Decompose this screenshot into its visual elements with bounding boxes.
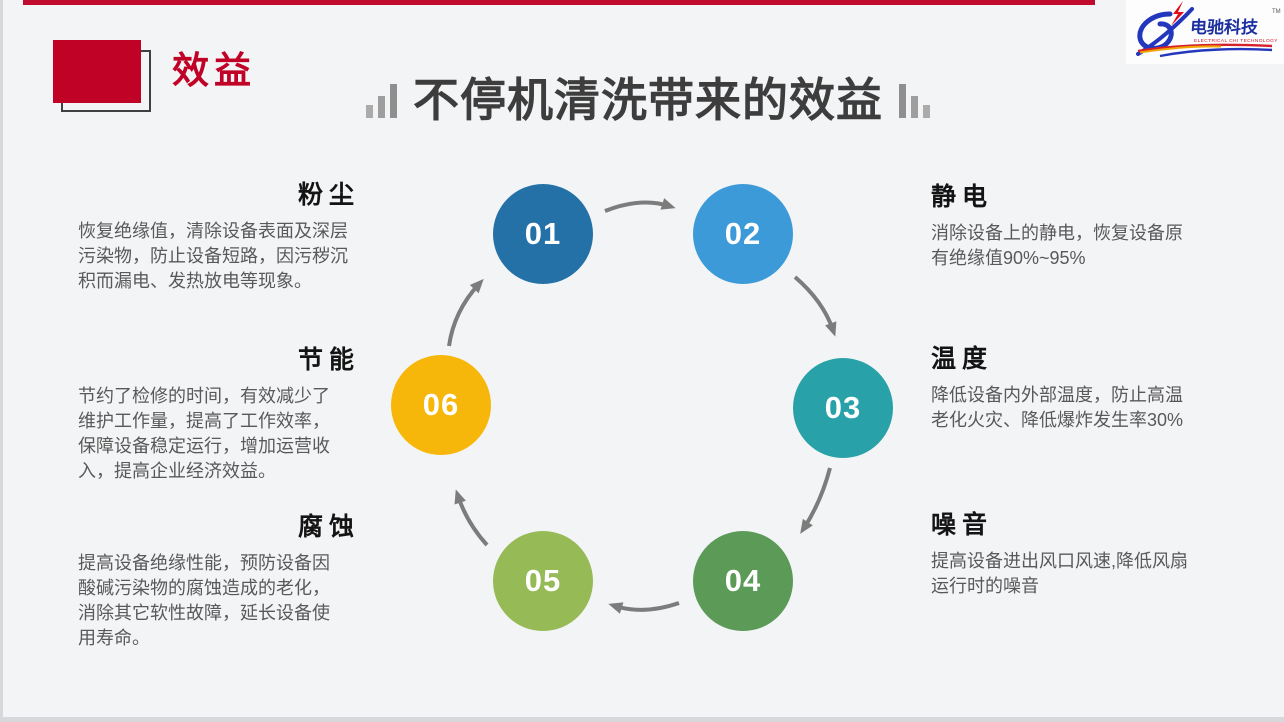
benefit-card-temperature: 温度 降低设备内外部温度，防止高温 老化火灾、降低爆炸发生率30% xyxy=(931,345,1223,433)
arrow-step6-to-step1-icon xyxy=(447,278,484,347)
bar-small xyxy=(366,105,373,119)
benefit-card-static: 静电 消除设备上的静电，恢复设备原 有绝缘值90%~95% xyxy=(931,183,1223,271)
bar-medium xyxy=(911,96,918,119)
benefit-title: 节能 xyxy=(297,346,360,374)
arrow-step5-to-step6-icon xyxy=(454,489,489,547)
cycle-step-03: 03 xyxy=(793,358,893,458)
arrow-step1-to-step2-icon xyxy=(604,198,676,213)
main-title-row: 不停机清洗带来的效益 xyxy=(333,76,963,124)
benefit-body: 提高设备进出风口风速,降低风扇 运行时的噪音 xyxy=(931,550,1188,596)
logo-trademark: TM xyxy=(1272,9,1281,15)
bar-large xyxy=(390,84,397,119)
logo-company-name: 电驰科技 xyxy=(1189,17,1259,37)
benefit-body: 提高设备绝缘性能，预防设备因 酸碱污染物的腐蚀造成的老化， 消除其它软性故障，延… xyxy=(78,552,330,648)
benefit-card-dust: 粉尘 恢复绝缘值，清除设备表面及深层 污染物，防止设备短路，因污秽沉 积而漏电、… xyxy=(78,181,360,294)
benefit-title: 静电 xyxy=(931,183,994,211)
slide: 效益 不停机清洗带来的效益 粉尘 恢复绝缘值，清除设备表面及深层 污染物，防止设… xyxy=(3,0,1284,717)
benefit-card-energy-saving: 节能 节约了检修的时间，有效减少了 维护工作量，提高了工作效率， 保障设备稳定运… xyxy=(78,346,360,484)
logo-tagline: ELECTRICAL CHI TECHNOLOGY xyxy=(1194,38,1278,44)
title-bars-right-icon xyxy=(899,82,930,119)
top-accent-bar xyxy=(23,0,1095,5)
benefit-body: 恢复绝缘值，清除设备表面及深层 污染物，防止设备短路，因污秽沉 积而漏电、发热放… xyxy=(78,220,348,291)
cycle-step-05: 05 xyxy=(493,531,593,631)
benefit-title: 温度 xyxy=(931,345,994,373)
cycle-step-04: 04 xyxy=(693,531,793,631)
step-number: 02 xyxy=(724,216,762,251)
benefit-body: 降低设备内外部温度，防止高温 老化火灾、降低爆炸发生率30% xyxy=(931,384,1184,430)
cycle-step-06: 06 xyxy=(391,355,491,455)
corner-red-rect xyxy=(53,40,141,103)
benefit-title: 粉尘 xyxy=(297,181,360,209)
lightning-icon xyxy=(1171,1,1184,26)
cycle-step-01: 01 xyxy=(493,184,593,284)
step-number: 05 xyxy=(524,563,562,598)
section-label: 效益 xyxy=(172,50,256,91)
company-logo: 电驰科技 TM ELECTRICAL CHI TECHNOLOGY xyxy=(1126,0,1284,64)
logo-underline-blue-icon xyxy=(1159,47,1273,58)
benefit-card-corrosion: 腐蚀 提高设备绝缘性能，预防设备因 酸碱污染物的腐蚀造成的老化， 消除其它软性故… xyxy=(78,513,360,651)
benefit-title: 腐蚀 xyxy=(297,513,360,541)
step-number: 06 xyxy=(422,387,460,422)
logo-underline-red-icon xyxy=(1137,43,1273,53)
arrow-step3-to-step4-icon xyxy=(800,467,832,534)
bar-small xyxy=(923,105,930,119)
step-number: 03 xyxy=(824,390,862,425)
page-title: 不停机清洗带来的效益 xyxy=(413,74,883,126)
logo-underline-yellow-icon xyxy=(1139,45,1222,54)
bar-large xyxy=(899,84,906,119)
benefit-body: 消除设备上的静电，恢复设备原 有绝缘值90%~95% xyxy=(931,222,1183,268)
title-bars-left-icon xyxy=(366,82,397,119)
step-number: 04 xyxy=(724,563,762,598)
benefit-card-noise: 噪音 提高设备进出风口风速,降低风扇 运行时的噪音 xyxy=(931,511,1223,599)
benefit-body: 节约了检修的时间，有效减少了 维护工作量，提高了工作效率， 保障设备稳定运行，增… xyxy=(78,385,330,481)
bar-medium xyxy=(378,96,385,119)
arrow-step4-to-step5-icon xyxy=(608,601,680,614)
benefit-title: 噪音 xyxy=(931,511,994,539)
step-number: 01 xyxy=(524,216,562,251)
company-logo-icon: 电驰科技 TM ELECTRICAL CHI TECHNOLOGY xyxy=(1136,1,1281,58)
cycle-step-02: 02 xyxy=(693,184,793,284)
arrow-step2-to-step3-icon xyxy=(793,275,837,337)
